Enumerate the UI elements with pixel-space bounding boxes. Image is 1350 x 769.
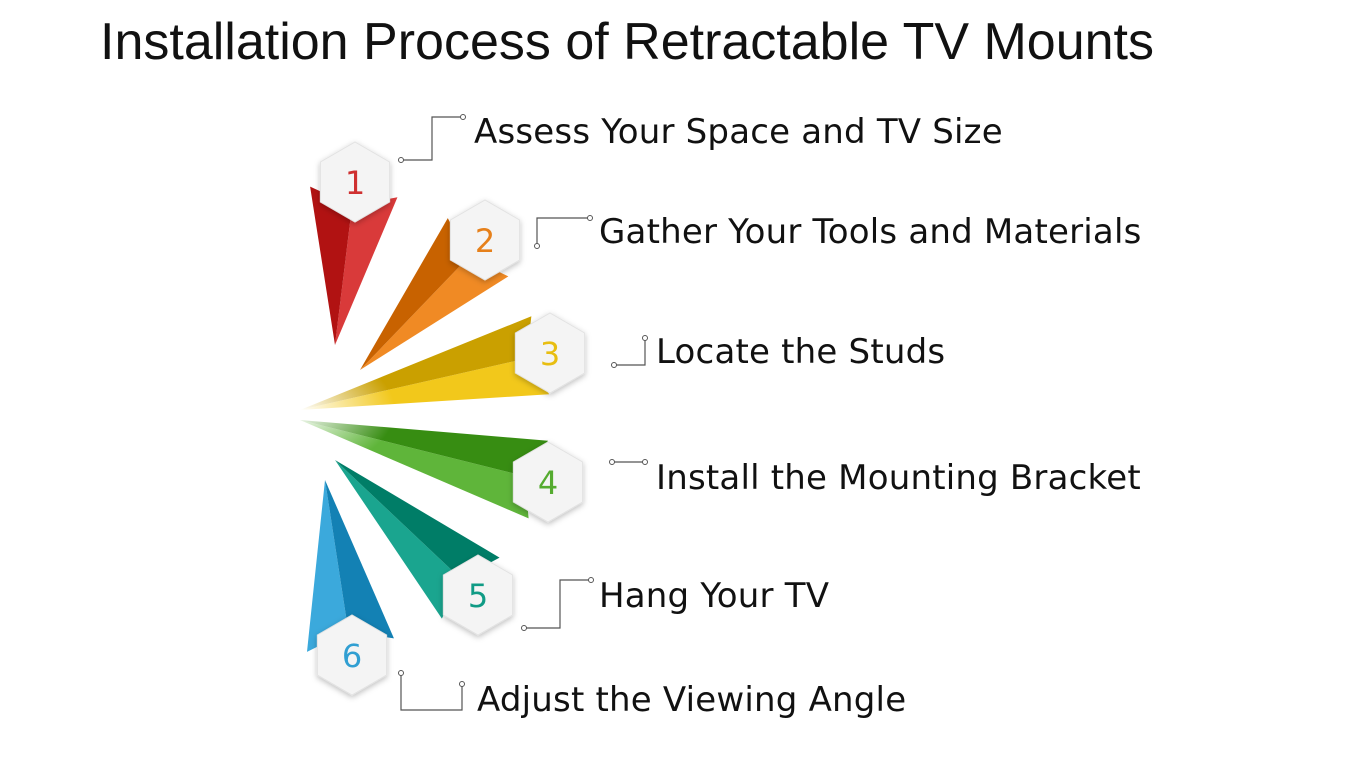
connector-dot-5-2 [588,577,594,583]
step-1-number: 1 [345,164,365,202]
step-2-number: 2 [475,222,495,260]
connector-line-3 [614,338,646,366]
connector-dot-3-2 [642,335,648,341]
step-5-wedge-light [335,460,461,619]
connector-dot-4-1 [609,459,615,465]
connector-dot-2-2 [587,215,593,221]
step-5-badge [442,554,514,636]
connector-dot-6-2 [459,681,465,687]
step-5-wedge-dark [335,460,500,579]
step-4-number: 4 [538,464,558,502]
connector-dot-2-1 [534,243,540,249]
step-1-wedge-dark [310,186,353,345]
step-6-wedge-dark [325,480,394,639]
step-2-wedge-dark [360,218,469,370]
step-4-badge [512,441,584,523]
connector-line-6 [400,673,463,711]
step-6-wedge-light [306,480,349,652]
connector-dot-4-2 [642,459,648,465]
step-4-label: Install the Mounting Bracket [656,458,1141,498]
page-title: Installation Process of Retractable TV M… [100,13,1154,71]
connector-dot-3-1 [611,362,617,368]
connector-dot-6-1 [398,670,404,676]
connector-line-2 [536,217,590,246]
center-glow [205,350,395,470]
connector-dot-1-1 [398,157,404,163]
step-1-label: Assess Your Space and TV Size [474,112,1003,152]
step-3-wedge-dark [300,316,532,410]
step-6-label: Adjust the Viewing Angle [477,680,907,720]
connector-dot-1-2 [460,114,466,120]
number-badges: 1 2 3 4 5 6 [316,141,586,696]
step-5-number: 5 [468,577,488,615]
step-6-number: 6 [342,637,362,675]
step-5-label: Hang Your TV [599,576,830,616]
connector-line-1 [401,116,463,161]
connector-dot-5-1 [521,625,527,631]
step-1-wedge-light [335,197,398,345]
step-3-label: Locate the Studs [656,332,946,372]
connector-lines [398,114,648,711]
step-2-label: Gather Your Tools and Materials [599,212,1142,252]
connector-line-5 [524,579,591,629]
step-1-badge [319,141,391,223]
step-6-badge [316,614,388,696]
step-3-number: 3 [540,335,560,373]
step-2-badge [449,199,521,281]
step-3-badge [514,312,586,394]
step-2-wedge-light [360,257,509,370]
